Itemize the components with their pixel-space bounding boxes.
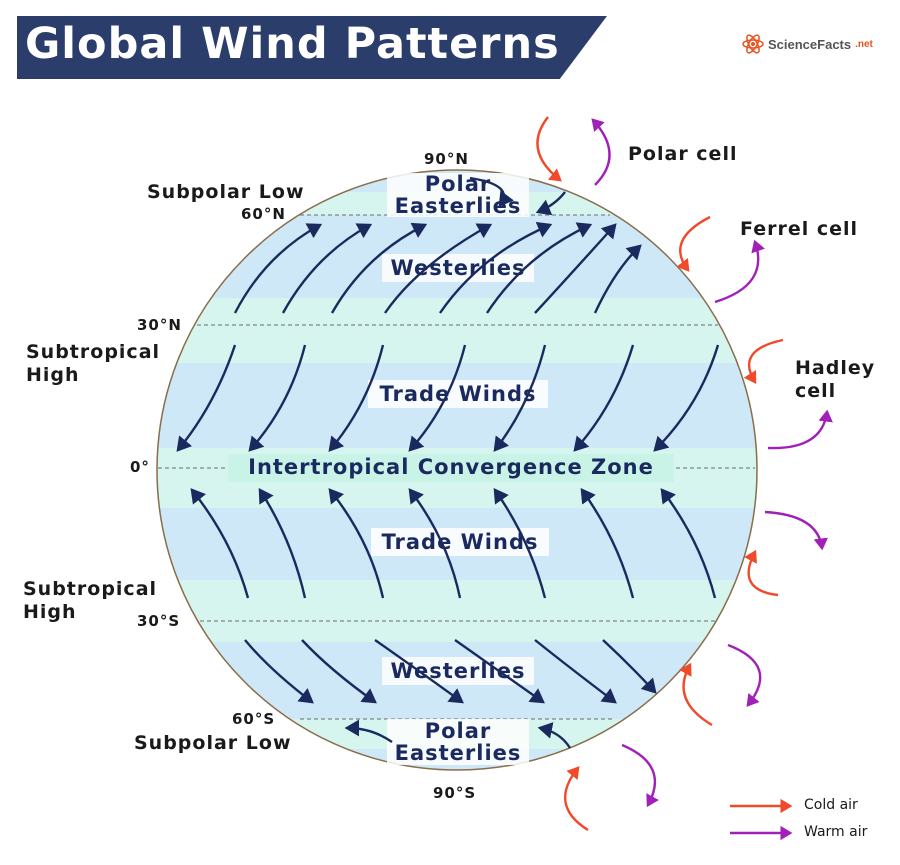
subtropical-high-north-label: Subtropical High [26, 341, 160, 387]
westerly-arrow [374, 639, 464, 704]
westerly-arrow [281, 223, 373, 314]
hadley-cell-label: Hadley cell [795, 357, 875, 403]
polar-easterly-arrow [469, 176, 514, 207]
subtropical-line1: Subtropical [23, 578, 158, 600]
trade-wind-arrow [328, 488, 385, 599]
westerly-arrow [534, 639, 617, 704]
polar-easterlies-line2: Easterlies [394, 741, 522, 765]
westerly-arrow [330, 222, 428, 314]
polar-easterly-arrow [535, 191, 566, 216]
polar-easterlies-line1: Polar [424, 172, 492, 196]
cold-air-arrow [678, 662, 713, 727]
polar-easterlies-south-label: Polar Easterlies [387, 720, 529, 764]
wind-arrows [176, 176, 720, 749]
subtropical-high-south-label: Subtropical High [23, 578, 157, 624]
cell-arrows [536, 116, 833, 832]
polar-easterlies-line1: Polar [424, 719, 492, 743]
warm-air-arrow [591, 118, 611, 186]
hadley-line1: Hadley [795, 357, 876, 379]
trade-wind-arrow [408, 488, 462, 599]
brand-suffix: .net [855, 38, 873, 50]
trade-wind-arrow [660, 488, 717, 599]
westerly-arrow [244, 639, 314, 704]
warm-air-arrow [764, 510, 828, 551]
trade-wind-arrow [258, 487, 307, 599]
legend-warm-label: Warm air [804, 824, 868, 840]
trade-wind-arrow [573, 344, 635, 452]
polar-easterly-arrow [537, 722, 572, 749]
westerly-arrow [384, 223, 493, 314]
legend-cold-label: Cold air [804, 797, 858, 813]
polar-easterly-arrow [344, 719, 393, 743]
lat-30n-label: 30°N [137, 316, 182, 334]
westerlies-north-label: Westerlies [390, 256, 526, 280]
trade-wind-arrow [328, 344, 385, 452]
brand-logo: ScienceFacts.net [742, 33, 873, 55]
westerly-arrow [485, 222, 593, 314]
polar-easterlies-north-label: Polar Easterlies [387, 173, 529, 217]
cold-air-arrow [564, 766, 589, 832]
westerly-arrow [454, 639, 545, 704]
subpolar-low-north-label: Subpolar Low [147, 181, 305, 203]
trade-wind-arrow [580, 488, 635, 599]
westerlies-south-label: Westerlies [390, 659, 526, 683]
trade-winds-north-label: Trade Winds [379, 382, 537, 406]
warm-air-arrow [767, 409, 833, 450]
lat-60n-label: 60°N [241, 205, 286, 223]
trade-wind-arrow [190, 488, 250, 599]
westerly-arrow [534, 223, 617, 314]
subtropical-line2: High [26, 364, 80, 386]
ferrel-cell-label: Ferrel cell [740, 218, 859, 240]
atom-icon [742, 34, 764, 54]
trade-wind-arrow [493, 488, 547, 599]
westerly-arrow [593, 244, 642, 314]
trade-wind-arrow [176, 344, 237, 452]
polar-cell-label: Polar cell [628, 143, 738, 165]
cold-air-arrow [744, 549, 779, 597]
warm-air-arrow [727, 643, 762, 707]
cold-air-arrow [743, 338, 784, 385]
westerly-arrow [602, 639, 657, 694]
brand-name: ScienceFacts [768, 36, 852, 52]
lat-60s-label: 60°S [232, 710, 276, 728]
trade-wind-arrow [653, 344, 720, 452]
polar-easterlies-line2: Easterlies [394, 194, 522, 218]
page-title: Global Wind Patterns [25, 19, 560, 69]
westerly-arrow [301, 639, 377, 704]
globe-outline [156, 169, 758, 771]
itcz-highlight [228, 454, 674, 482]
trade-wind-arrow [493, 344, 547, 452]
trade-winds-south-label: Trade Winds [381, 530, 539, 554]
trade-wind-arrow [408, 344, 467, 452]
cold-air-arrow [536, 116, 562, 182]
lat-90s-label: 90°S [433, 784, 477, 802]
title-banner [17, 16, 607, 79]
subpolar-low-south-label: Subpolar Low [134, 732, 292, 754]
subtropical-line2: High [23, 601, 77, 623]
westerly-arrow [439, 222, 553, 314]
hadley-line2: cell [795, 380, 837, 402]
warm-air-arrow [621, 743, 659, 808]
lat-30s-label: 30°S [137, 612, 181, 630]
westerly-arrow [233, 223, 323, 314]
cold-air-arrow [676, 215, 711, 272]
itcz-label: Intertropical Convergence Zone [248, 455, 654, 479]
warm-air-arrow [714, 239, 765, 304]
lat-90n-label: 90°N [424, 150, 469, 168]
subtropical-line1: Subtropical [26, 341, 161, 363]
trade-wind-arrow [248, 344, 307, 452]
lat-0-label: 0° [130, 458, 150, 476]
